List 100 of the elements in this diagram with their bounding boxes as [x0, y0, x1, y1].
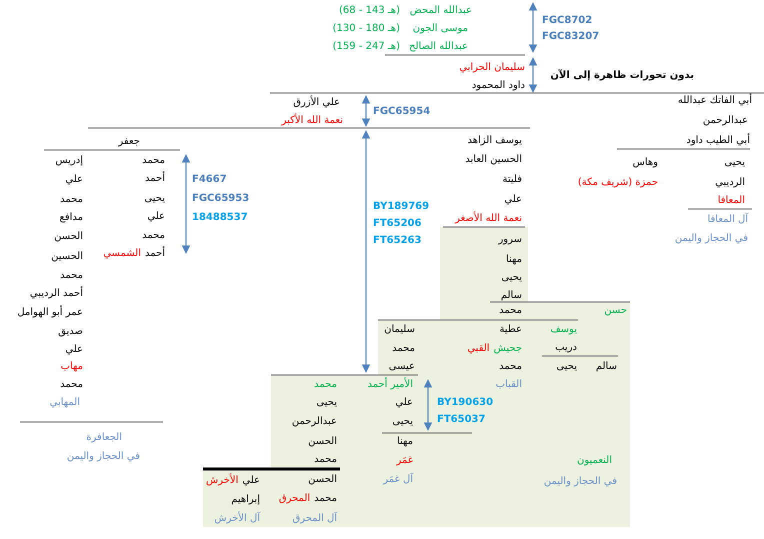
- person-name: يحيى: [144, 192, 165, 206]
- person-name: أحمد: [145, 172, 165, 186]
- person-name: الأمير أحمد: [367, 378, 413, 392]
- person-name: فليتة: [502, 173, 522, 187]
- person-name: علي: [147, 210, 165, 224]
- haplogroup-label: FGC65953: [192, 192, 250, 206]
- family-name: في الحجاز واليمن: [66, 450, 140, 464]
- person-name: داود المحمود: [472, 79, 525, 93]
- person-name: يوسف: [550, 323, 577, 337]
- date-range: (هـ 247 - 159): [332, 40, 400, 54]
- haplogroup-label: FT65037: [437, 413, 486, 427]
- person-name: محمد: [314, 492, 337, 506]
- person-name: علي: [242, 474, 260, 488]
- person-name: القبي: [467, 342, 490, 356]
- person-name: مدافع: [60, 211, 83, 225]
- haplogroup-label: FGC8702: [542, 14, 592, 28]
- person-name: سرور: [498, 233, 522, 247]
- haplogroup-label: FGC83207: [542, 30, 600, 44]
- person-name: إدريس: [55, 154, 83, 168]
- person-name: الحسين: [51, 250, 83, 264]
- person-name: نعمة الله الأكبر: [282, 114, 343, 128]
- family-name: آل غمَر: [383, 473, 413, 487]
- haplogroup-label: BY190630: [437, 396, 494, 410]
- person-name: يوسف الزاهد: [467, 134, 522, 148]
- person-name: نعمة الله الأصغر: [455, 212, 522, 226]
- person-name: دريب: [555, 341, 577, 355]
- person-name: محمد: [314, 378, 337, 392]
- person-name: مهاب: [60, 360, 83, 374]
- person-name: عبدالله المحض: [410, 4, 472, 18]
- person-name: حمزة (شريف مكة): [578, 176, 658, 190]
- family-name: الجعافرة: [86, 431, 122, 445]
- person-name: علي الأزرق: [293, 96, 340, 110]
- person-name: الحسن: [308, 435, 337, 449]
- person-name: محمد: [499, 360, 522, 374]
- family-name: في الحجاز واليمن: [674, 232, 748, 246]
- haplogroup-label: FGC65954: [373, 105, 430, 119]
- person-name: الحسن: [54, 230, 83, 244]
- date-range: (هـ 143 - 68): [339, 4, 400, 18]
- person-name: محمد: [60, 378, 83, 392]
- person-name: محمد: [392, 342, 415, 356]
- haplogroup-label: 18488537: [192, 211, 248, 225]
- person-name: محمد: [314, 453, 337, 467]
- person-name: صديق: [58, 325, 83, 339]
- person-name: الشمسي: [103, 247, 141, 261]
- person-name: غمَر: [396, 454, 413, 468]
- date-range: (هـ 180 - 130): [332, 22, 400, 36]
- person-name: عبدالرحمن: [702, 114, 748, 128]
- haplogroup-label: BY189769: [373, 200, 430, 214]
- person-name: جعفر: [118, 135, 140, 149]
- person-name: أبي الفاتك عبدالله: [678, 94, 752, 108]
- person-name: الأخرش: [206, 474, 238, 488]
- person-name: يحيى: [724, 156, 745, 170]
- person-name: حسن: [604, 304, 627, 318]
- person-name: عطية: [499, 323, 522, 337]
- person-name: سليمان الحرابي: [459, 61, 525, 75]
- person-name: عمر أبو الهوامل: [17, 306, 83, 320]
- person-name: الرديبي: [715, 176, 745, 190]
- person-name: جحيش: [494, 342, 522, 356]
- person-name: يحيى: [501, 271, 522, 285]
- family-name: المهابي: [50, 396, 80, 410]
- family-name: القباب: [496, 378, 522, 392]
- person-name: محمد: [499, 304, 522, 318]
- person-name: أبي الطيب داود: [686, 134, 750, 148]
- person-name: موسى الجون: [412, 22, 468, 36]
- person-name: علي: [65, 343, 83, 357]
- person-name: يحيى: [556, 360, 577, 374]
- family-name: آل المعافا: [707, 213, 748, 227]
- person-name: أحمد: [145, 247, 165, 261]
- person-name: مهنا: [396, 435, 413, 449]
- note-text: بدون تحورات ظاهرة إلى الآن: [550, 69, 694, 83]
- person-name: محمد: [60, 269, 83, 283]
- person-name: محمد: [60, 193, 83, 207]
- haplogroup-label: F4667: [192, 173, 227, 187]
- person-name: المحرق: [278, 492, 310, 506]
- person-name: يحيى: [316, 396, 337, 410]
- person-name: علي: [395, 396, 413, 410]
- person-name: علي: [504, 193, 522, 207]
- person-name: علي: [65, 173, 83, 187]
- person-name: عبدالرحمن: [292, 415, 337, 429]
- family-name: آل الأخرش: [214, 512, 260, 526]
- haplogroup-label: FT65263: [373, 234, 422, 248]
- family-name: النعميون: [577, 454, 612, 468]
- person-name: يحيى: [392, 415, 413, 429]
- person-name: سليمان: [384, 323, 415, 337]
- person-name: عيسى: [388, 360, 415, 374]
- person-name: المعافا: [718, 194, 745, 208]
- person-name: وهاس: [632, 156, 658, 170]
- person-name: محمد: [142, 154, 165, 168]
- haplogroup-label: FT65206: [373, 217, 422, 231]
- family-name: في الحجاز واليمن: [544, 475, 617, 489]
- person-name: سالم: [596, 360, 617, 374]
- person-name: مهنا: [506, 253, 522, 267]
- person-name: الحسن: [308, 473, 337, 487]
- family-name: آل المحرق: [292, 512, 337, 526]
- person-name: سالم: [500, 289, 522, 303]
- person-name: عبدالله الصالح: [409, 40, 468, 54]
- person-name: إبراهيم: [231, 493, 260, 507]
- person-name: أحمد الرديبي: [30, 287, 83, 301]
- person-name: محمد: [142, 229, 165, 243]
- person-name: الحسين العابد: [465, 153, 522, 167]
